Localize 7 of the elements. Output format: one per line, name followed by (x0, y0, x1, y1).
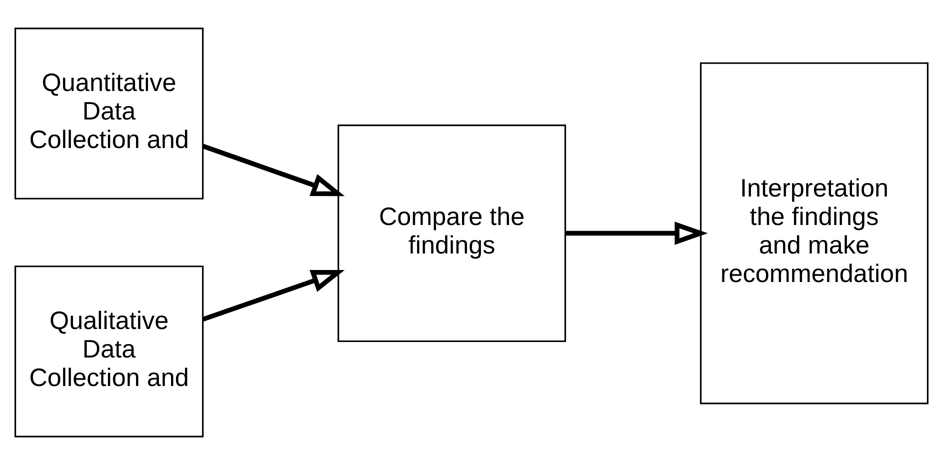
arrow (202, 144, 344, 196)
node-box: Quantitative Data Collection and (14, 28, 204, 200)
arrow (565, 222, 708, 245)
node-box: Interpretation the findings and make recommendation (700, 62, 928, 404)
node-box: Compare the findings (337, 124, 566, 342)
node-box: Qualitative Data Collection and (14, 266, 204, 438)
arrow (202, 270, 344, 322)
